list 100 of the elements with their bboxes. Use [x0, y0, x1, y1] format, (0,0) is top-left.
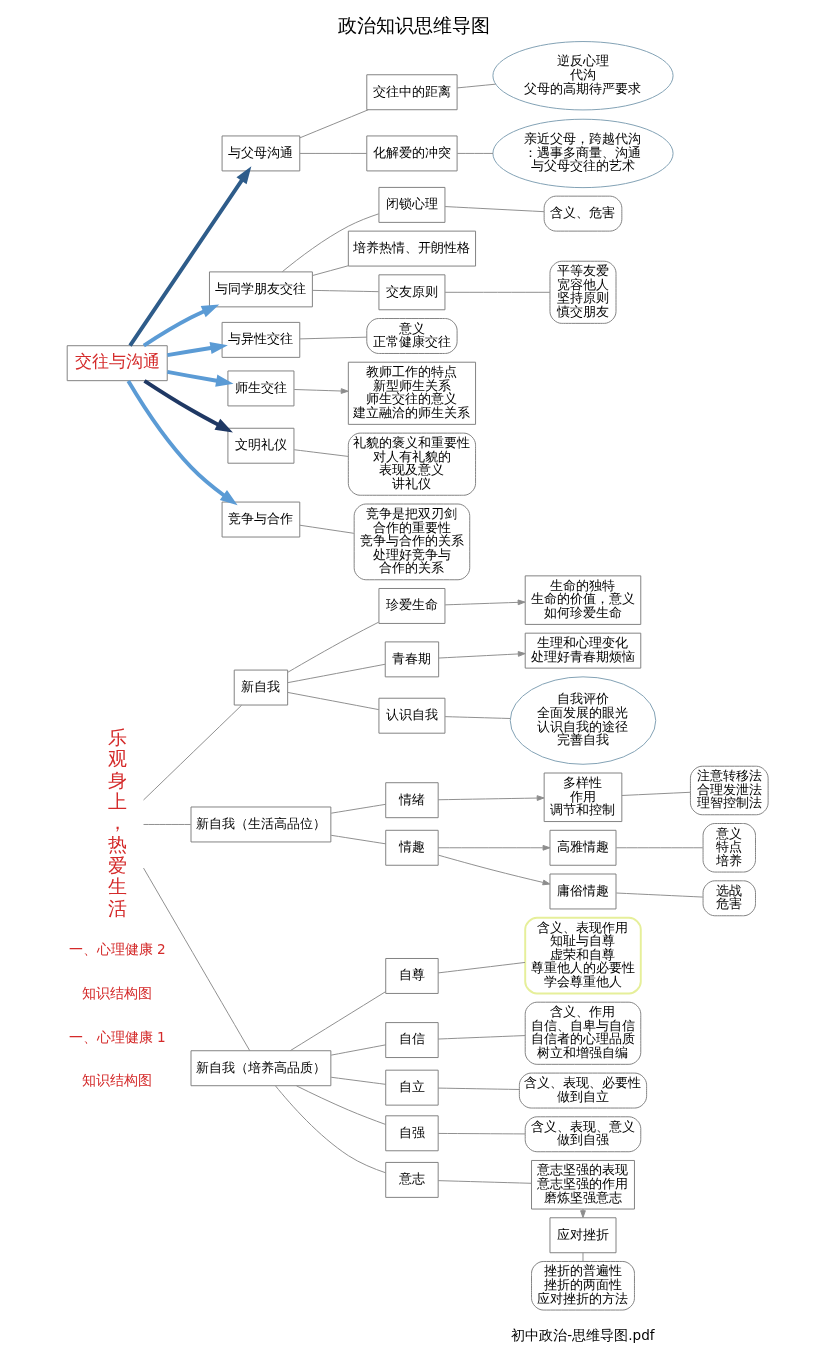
connector: [295, 1085, 386, 1125]
node-box: 与父母沟通: [221, 135, 300, 172]
arrow: [166, 341, 228, 357]
node-box: 自强: [384, 1115, 439, 1152]
node-box: 培养热情、开朗性格: [347, 230, 476, 267]
node-box: 认识自我: [377, 697, 445, 734]
arrow: [126, 379, 238, 506]
connector: [289, 991, 386, 1052]
arrow: [437, 854, 550, 886]
node-box: 青春期: [384, 641, 439, 678]
node-box: 自信: [384, 1022, 439, 1059]
node-box: 交往中的距离: [365, 74, 458, 111]
connector: [298, 109, 369, 139]
node-box: 含义、作用 自信、自卑与自信 自信者的心理品质 树立和增强自编: [524, 1001, 641, 1065]
connector: [298, 336, 367, 340]
connector: [311, 265, 349, 276]
connector: [298, 152, 367, 154]
node-box: 注意转移法 合理发泄法 理智控制法: [689, 765, 769, 816]
node-box: 生命的独特 生命的价值，意义 如何珍爱生命: [524, 575, 641, 625]
arrow: [444, 599, 525, 606]
node-box: 意志: [384, 1161, 439, 1198]
label: 知识结构图: [81, 985, 152, 1002]
connector: [293, 449, 349, 457]
node-box: 高雅情趣: [549, 829, 616, 866]
node-box: 交往与沟通: [66, 345, 168, 382]
connector: [620, 791, 691, 796]
connector: [330, 1044, 386, 1056]
connector: [437, 1087, 520, 1090]
connector: [330, 1076, 386, 1085]
connector: [142, 867, 250, 1052]
diagram-title: 政治知识思维导图: [338, 13, 490, 37]
connector: [142, 824, 191, 825]
node-box: 交友原则: [377, 274, 445, 311]
arrow: [437, 844, 550, 851]
node-box: 教师工作的特点 新型师生关系 师生交往的意义 建立融洽的师生关系: [347, 361, 476, 425]
connector: [456, 83, 496, 89]
node-box: 生理和心理变化 处理好青春期烦恼: [524, 632, 641, 669]
node-text: 乐观身上，热爱生活: [107, 725, 127, 920]
node-box: 多样性 作用 调节和控制: [543, 772, 622, 823]
node-ellipse: 自我评价 全面发展的眼光 认识自我的途径 完善自我: [509, 676, 656, 765]
node-box: 应对挫折: [549, 1217, 616, 1254]
arrow: [166, 370, 234, 387]
node-box: 平等友爱 宽容他人 坚持原则 慎交朋友: [549, 260, 616, 324]
node-box: 新自我（培养高品质）: [190, 1050, 331, 1087]
connector: [444, 716, 510, 719]
connector: [615, 847, 703, 849]
connector: [286, 621, 379, 673]
node-box: 与同学朋友交往: [208, 271, 313, 308]
connector: [274, 1085, 386, 1174]
node-box: 礼貌的褒义和重要性 对人有礼貌的表现及意义 讲礼仪: [347, 432, 476, 496]
node-ellipse: 逆反心理 代沟 父母的高期待严要求: [491, 41, 674, 111]
connector: [311, 289, 379, 293]
node-box: 竞争是把双刃剑 合作的重要性 竞争与合作的关系 处理好竞争与合作的关系: [353, 503, 470, 581]
arrow: [142, 379, 233, 433]
node-box: 意义 特点 培养: [702, 823, 756, 873]
node-box: 含义、表现作用 知耻与自尊 虚荣和自尊 尊重他人的必要性 学会尊重他人: [523, 916, 642, 995]
node-box: 庸俗情趣: [549, 873, 616, 910]
node-box: 竞争与合作: [221, 501, 300, 538]
connector: [437, 1180, 532, 1184]
arrow: [127, 166, 251, 347]
arrow: [437, 795, 544, 801]
node-box: 自尊: [384, 958, 439, 994]
connector: [286, 691, 379, 711]
node-box: 新自我: [233, 669, 288, 706]
connector: [330, 834, 386, 845]
node-box: 含义、表现、必要性 做到自立: [518, 1072, 647, 1109]
connector: [582, 1252, 583, 1262]
node-box: 选战 危害: [702, 880, 756, 917]
arrow: [579, 1208, 586, 1218]
node-box: 化解爱的冲突: [365, 135, 458, 172]
connector: [615, 892, 703, 898]
node-box: 意义 正常健康交往: [365, 318, 458, 354]
connector: [456, 152, 493, 154]
connector: [281, 213, 379, 273]
node-ellipse: 亲近父母，跨越代沟：遇事多商量、沟通 与父母交往的艺术: [491, 118, 674, 189]
connector: [437, 1035, 525, 1040]
node-box: 与异性交往: [221, 321, 300, 358]
node-box: 情绪: [384, 782, 439, 819]
arrow: [438, 651, 526, 659]
connector: [286, 663, 386, 684]
label: 一、心理健康 1: [68, 1028, 166, 1045]
node-box: 含义、表现、意义 做到自强: [524, 1116, 641, 1153]
connector: [142, 704, 242, 801]
node-box: 自立: [384, 1069, 439, 1106]
label: 知识结构图: [81, 1072, 152, 1089]
connector: [298, 524, 354, 534]
connector: [437, 961, 525, 974]
node-box: 闭锁心理: [377, 186, 445, 223]
connector: [444, 206, 544, 213]
node-box: 文明礼仪: [226, 427, 294, 464]
arrow: [142, 304, 219, 348]
node-box: 挫折的普遍性 挫折的两面性 应对挫折的方法: [530, 1261, 635, 1311]
label: 初中政治-思维导图.pdf: [510, 1326, 655, 1343]
label: 一、心理健康 2: [68, 941, 166, 958]
connector: [444, 291, 550, 293]
node-box: 珍爱生命: [377, 588, 445, 624]
node-box: 情趣: [384, 829, 439, 866]
connector: [437, 1132, 525, 1135]
connector: [330, 803, 386, 814]
node-box: 师生交往: [226, 370, 294, 407]
